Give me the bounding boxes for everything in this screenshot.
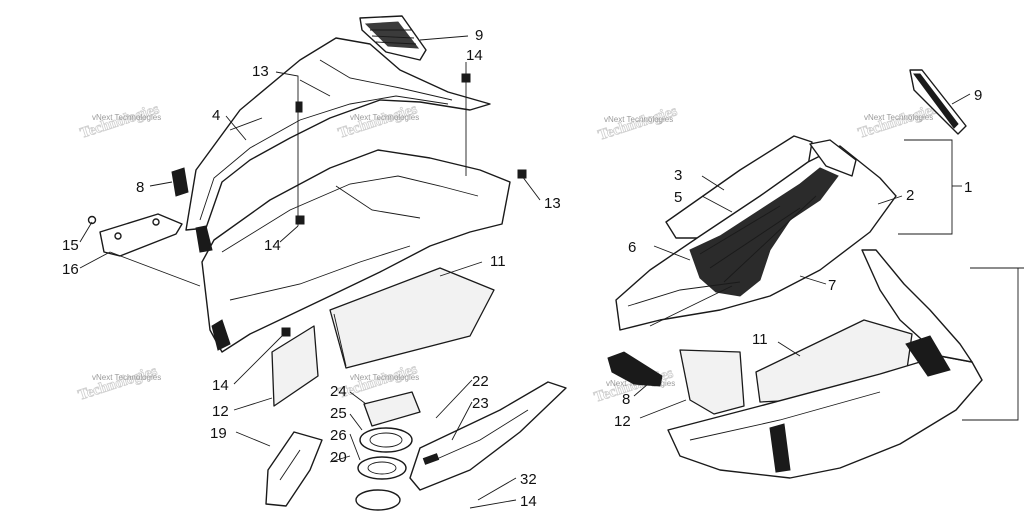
part-9-vent-grille bbox=[359, 15, 427, 61]
lower-hood-body bbox=[195, 149, 511, 353]
callout-24: 24 bbox=[330, 383, 347, 400]
part-4-upper-hood bbox=[185, 37, 491, 231]
callout-14: 14 bbox=[520, 493, 537, 510]
part-16-bracket bbox=[87, 213, 183, 257]
watermark-ghost: Technologies bbox=[76, 363, 159, 404]
callout-11: 11 bbox=[752, 331, 768, 348]
callout-14: 14 bbox=[264, 237, 281, 254]
part-11-panel bbox=[329, 267, 495, 369]
callout-3: 3 bbox=[674, 167, 682, 184]
callout-26: 26 bbox=[330, 427, 347, 444]
callout-23: 23 bbox=[472, 395, 489, 412]
callout-2: 2 bbox=[906, 187, 914, 204]
watermark: vNext Technologies bbox=[92, 373, 161, 382]
callout-20: 20 bbox=[330, 449, 347, 466]
callout-8: 8 bbox=[136, 179, 144, 196]
callout-15: 15 bbox=[62, 237, 79, 254]
watermark: vNext Technologies bbox=[350, 373, 419, 382]
callout-7: 7 bbox=[828, 277, 836, 294]
callout-8: 8 bbox=[622, 391, 630, 408]
part-25-ring bbox=[359, 427, 413, 453]
lower-hood-shell-right bbox=[667, 249, 983, 479]
leader-lines-left bbox=[79, 35, 541, 509]
group-bracket-2 bbox=[962, 267, 1024, 421]
callout-32: 32 bbox=[520, 471, 537, 488]
callout-9: 9 bbox=[475, 27, 483, 44]
part-8-side-grille-right bbox=[607, 351, 663, 387]
callout-5: 5 bbox=[674, 189, 682, 206]
leader-lines-right bbox=[633, 93, 971, 419]
watermark: vNext Technologies bbox=[350, 113, 419, 122]
group-bracket-1 bbox=[898, 139, 962, 235]
part-24-duct bbox=[363, 391, 421, 427]
part-12-panel bbox=[271, 325, 319, 407]
callout-16: 16 bbox=[62, 261, 79, 278]
watermark: vNext Technologies bbox=[92, 113, 161, 122]
callout-4: 4 bbox=[212, 107, 220, 124]
part-19-bracket bbox=[265, 431, 323, 507]
callout-14: 14 bbox=[466, 47, 483, 64]
part-26-ring bbox=[357, 456, 407, 480]
callout-9: 9 bbox=[974, 87, 982, 104]
part-9-vent-grille-right bbox=[909, 69, 967, 135]
watermark: vNext Technologies bbox=[604, 115, 673, 124]
callout-22: 22 bbox=[472, 373, 489, 390]
callout-13: 13 bbox=[544, 195, 561, 212]
part-ring-lower bbox=[355, 489, 401, 511]
part-15-screw bbox=[87, 215, 97, 225]
callout-12: 12 bbox=[212, 403, 229, 420]
callout-labels: 9 14 13 4 8 13 15 14 11 16 14 12 19 24 2… bbox=[62, 27, 982, 510]
callout-6: 6 bbox=[628, 239, 636, 256]
part-12-panel-right bbox=[679, 349, 745, 415]
callout-12: 12 bbox=[614, 413, 631, 430]
callout-25: 25 bbox=[330, 405, 347, 422]
part-8-side-grille bbox=[171, 167, 189, 197]
callout-1: 1 bbox=[964, 179, 972, 196]
part-23-belly-pan bbox=[409, 381, 567, 491]
watermark: vNext Technologies bbox=[864, 113, 933, 122]
callout-19: 19 bbox=[210, 425, 227, 442]
callout-11: 11 bbox=[490, 253, 506, 270]
callout-13: 13 bbox=[252, 63, 269, 80]
part-2-hood-upper bbox=[615, 139, 897, 331]
callout-14: 14 bbox=[212, 377, 229, 394]
